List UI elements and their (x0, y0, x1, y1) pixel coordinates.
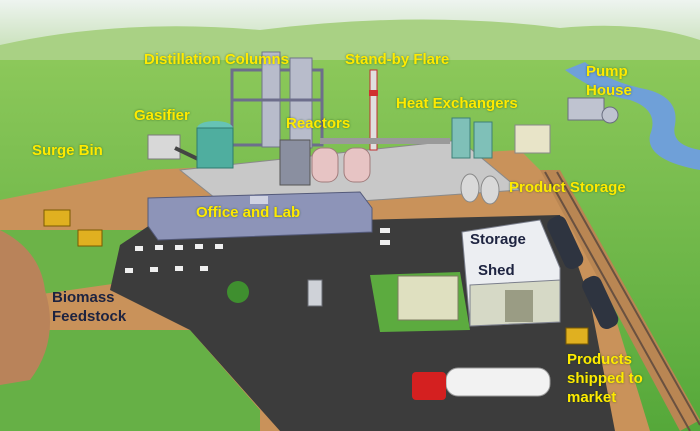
gasifier-vessel (196, 127, 234, 169)
rail-track (544, 171, 691, 431)
conveyor (174, 146, 201, 162)
pipe-rack (320, 138, 450, 144)
loader-3 (565, 327, 589, 345)
label-gasifier: Gasifier (134, 107, 190, 124)
small-garage (397, 275, 459, 321)
label-surge-bin: Surge Bin (32, 142, 103, 159)
label-products-shipped: Products shipped to market (567, 351, 643, 406)
biomass-pile (0, 230, 50, 385)
office-building (147, 191, 373, 241)
rail-car-2 (582, 275, 619, 329)
rail-car-1 (547, 215, 584, 269)
label-pump-house: Pump House (586, 63, 632, 99)
label-biomass-feedstock: Biomass Feedstock (52, 289, 127, 325)
label-stand-by-flare: Stand-by Flare (345, 51, 450, 68)
reactor-frame (279, 139, 311, 186)
rail-track-2 (556, 171, 700, 426)
label-reactors: Reactors (286, 115, 351, 132)
van (307, 279, 323, 307)
pump-tank (601, 106, 619, 124)
office-roof-unit (250, 196, 268, 204)
river (565, 62, 700, 170)
column-2 (289, 57, 313, 149)
truck-cab (412, 372, 446, 400)
tank-1 (460, 173, 480, 203)
parking-rows (125, 228, 390, 273)
tree (227, 281, 249, 303)
tank-2 (480, 175, 500, 205)
pump-house (567, 97, 605, 121)
storage-building (514, 124, 551, 154)
flare-stack (369, 69, 378, 151)
loader-2 (77, 229, 103, 247)
reactor-1 (311, 147, 339, 183)
shed-door (505, 290, 533, 322)
loader-1 (43, 209, 71, 227)
label-heat-exchangers: Heat Exchangers (396, 95, 518, 112)
label-product-storage: Product Storage (509, 179, 626, 196)
flare-band (369, 90, 378, 96)
lawn-bottom (0, 330, 260, 431)
heat-exchanger-1 (451, 117, 471, 159)
heat-exchanger-2 (473, 121, 493, 159)
surge-bin-box (147, 134, 181, 160)
label-office-and-lab: Office and Lab (196, 204, 301, 221)
tanker-trailer (445, 367, 551, 397)
label-shed: Shed (478, 262, 515, 279)
reactor-2 (343, 147, 371, 183)
label-distillation-columns: Distillation Columns (144, 51, 290, 68)
label-storage: Storage (470, 231, 526, 248)
